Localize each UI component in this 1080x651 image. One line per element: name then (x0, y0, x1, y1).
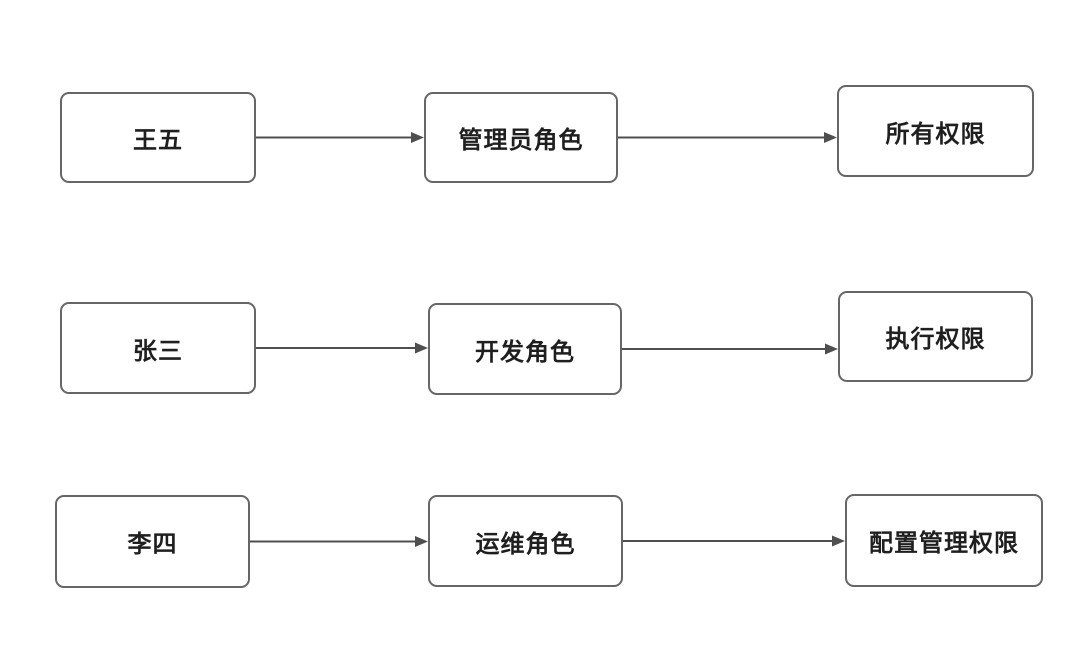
node-label-all-perms: 所有权限 (885, 120, 986, 148)
node-admin-role: 管理员角色 (424, 92, 618, 183)
node-wangwu: 王五 (60, 92, 256, 183)
node-config-perms: 配置管理权限 (845, 494, 1043, 587)
node-label-wangwu: 王五 (133, 127, 183, 154)
node-all-perms: 所有权限 (837, 85, 1034, 177)
node-label-dev-role: 开发角色 (475, 338, 575, 366)
node-label-lisi: 李四 (127, 531, 178, 558)
node-exec-perms: 执行权限 (838, 291, 1033, 382)
node-label-admin-role: 管理员角色 (458, 127, 584, 154)
node-label-exec-perms: 执行权限 (885, 326, 986, 353)
node-label-config-perms: 配置管理权限 (869, 530, 1019, 557)
node-lisi: 李四 (55, 495, 250, 588)
node-label-zhangsan: 张三 (133, 337, 183, 365)
node-ops-role: 运维角色 (428, 495, 623, 587)
node-zhangsan: 张三 (60, 302, 256, 394)
node-label-ops-role: 运维角色 (475, 530, 576, 558)
node-dev-role: 开发角色 (428, 303, 622, 395)
